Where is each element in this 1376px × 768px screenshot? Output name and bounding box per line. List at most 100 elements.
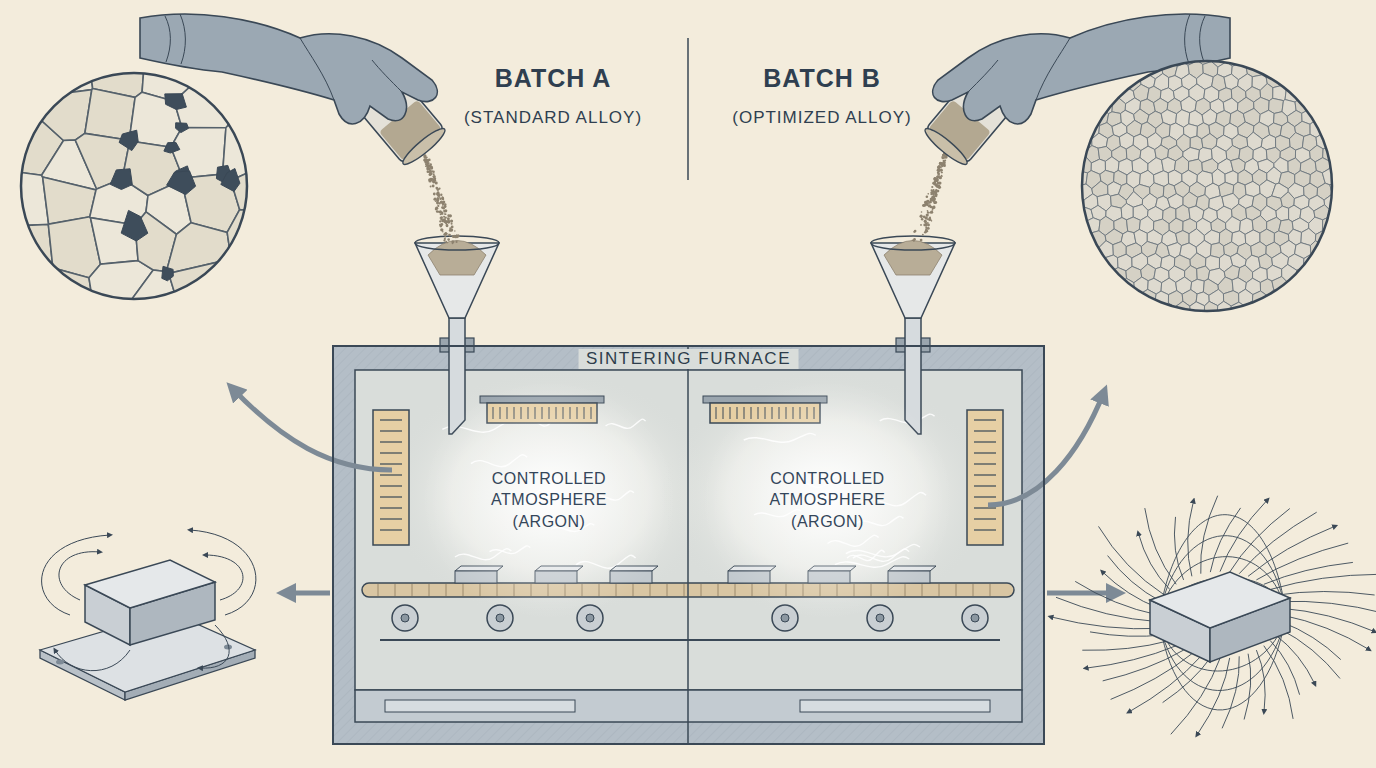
powder-grain (423, 158, 426, 161)
field-line (1138, 533, 1170, 589)
fine-grain (1113, 288, 1128, 305)
field-line (1188, 501, 1194, 577)
powder-grain (436, 210, 439, 213)
field-line (1163, 658, 1211, 703)
powder-grain (936, 178, 939, 181)
fine-grain (1075, 277, 1092, 292)
powder-grain (933, 182, 936, 185)
powder-grain (429, 173, 432, 176)
heater-panel (373, 410, 409, 545)
fine-grain (1330, 58, 1340, 78)
side-heater (373, 410, 409, 545)
field-line (1099, 526, 1165, 595)
fine-grain (1106, 61, 1121, 77)
fine-grain (1315, 61, 1331, 77)
heater-slat (974, 430, 996, 431)
plate-hole (56, 660, 64, 665)
fine-grain (1075, 303, 1093, 320)
powder-grain (937, 182, 940, 185)
fine-grain (1133, 60, 1147, 77)
fine-grain (1120, 61, 1133, 78)
glove-crease (300, 38, 402, 100)
field-line (190, 530, 256, 615)
powder-grain (442, 197, 443, 198)
fine-grain (1075, 62, 1091, 78)
fine-grain (1296, 73, 1309, 90)
fine-grain (1156, 55, 1171, 66)
batch-divider (687, 38, 689, 180)
powder-grain (943, 160, 945, 162)
powder-grain (437, 194, 440, 197)
coarse-grain (186, 67, 230, 86)
fine-grain (1301, 302, 1318, 320)
powder-grain (441, 197, 443, 199)
powder-grain (440, 228, 443, 231)
powder-grain (452, 235, 454, 237)
belt-plank (378, 584, 379, 596)
powder-grain (912, 239, 914, 241)
field-line (1075, 581, 1158, 615)
powder-grain (433, 193, 436, 196)
powder-grain (921, 211, 923, 213)
powder-grain (450, 220, 453, 223)
powder-grain (452, 236, 454, 238)
powder-grain (456, 241, 458, 243)
powder-grain (441, 196, 443, 198)
powder-grain (443, 211, 445, 213)
heater-panel (967, 410, 1003, 545)
powder-grain (433, 173, 435, 175)
strong-magnet (1050, 496, 1376, 735)
coarse-grain (229, 257, 253, 305)
field-line (1111, 654, 1192, 700)
weak-magnet (40, 530, 256, 700)
fine-grain (1308, 99, 1322, 115)
powder-grain (439, 198, 441, 200)
powder-grain (937, 169, 940, 172)
fine-grain (1315, 301, 1330, 320)
powder-grain (938, 165, 941, 168)
fine-grain (1316, 279, 1330, 295)
heater-slat (380, 430, 402, 431)
field-line (1281, 608, 1375, 632)
powder-grain (434, 193, 436, 195)
fine-grain (1075, 55, 1084, 66)
fine-grain (1075, 97, 1084, 115)
powder-grain (937, 172, 939, 174)
powder-grain (922, 204, 925, 207)
powder-grain (427, 168, 430, 171)
powder-grain (443, 216, 445, 218)
field-line (1145, 508, 1176, 584)
powder-grain (922, 234, 924, 236)
powder-grain (932, 206, 935, 209)
fine-grain (1075, 288, 1085, 306)
powder-grain (424, 159, 427, 162)
heater-slat (974, 419, 996, 420)
gloved-hand (140, 14, 437, 124)
powder-grain (426, 159, 428, 161)
fine-grain (1105, 278, 1119, 294)
powder-grain (432, 175, 435, 178)
pore (167, 171, 196, 195)
field-line (1171, 658, 1220, 734)
powder-grain (937, 173, 940, 176)
powder-grain (930, 191, 933, 194)
fine-grain (1267, 55, 1282, 66)
powder-grain (931, 186, 933, 188)
heater-slat (380, 485, 402, 486)
conveyor-roller (962, 605, 988, 631)
fine-grain (1283, 74, 1296, 89)
powder-grain (443, 239, 445, 241)
field-line (1082, 641, 1170, 651)
powder-grain (926, 195, 929, 198)
powder-grain (447, 214, 450, 217)
heater-slat (380, 496, 402, 497)
coarse-grain (15, 67, 40, 103)
powder-grain (914, 230, 917, 233)
powder-grain (429, 173, 432, 176)
powder-grain (924, 220, 927, 223)
process-arrow (232, 388, 392, 470)
funnel-rim (871, 236, 955, 250)
powder-grain (454, 236, 456, 238)
powder-grain (927, 227, 930, 230)
